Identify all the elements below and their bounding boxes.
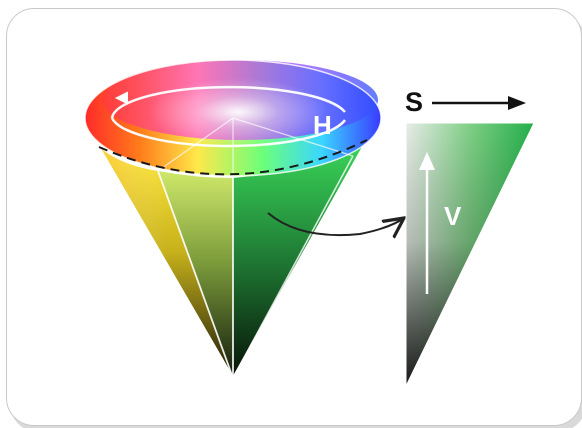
hue-label: H — [313, 110, 332, 140]
saturation-label: S — [405, 87, 423, 117]
saturation-arrow — [432, 96, 526, 110]
value-label: V — [444, 201, 462, 231]
